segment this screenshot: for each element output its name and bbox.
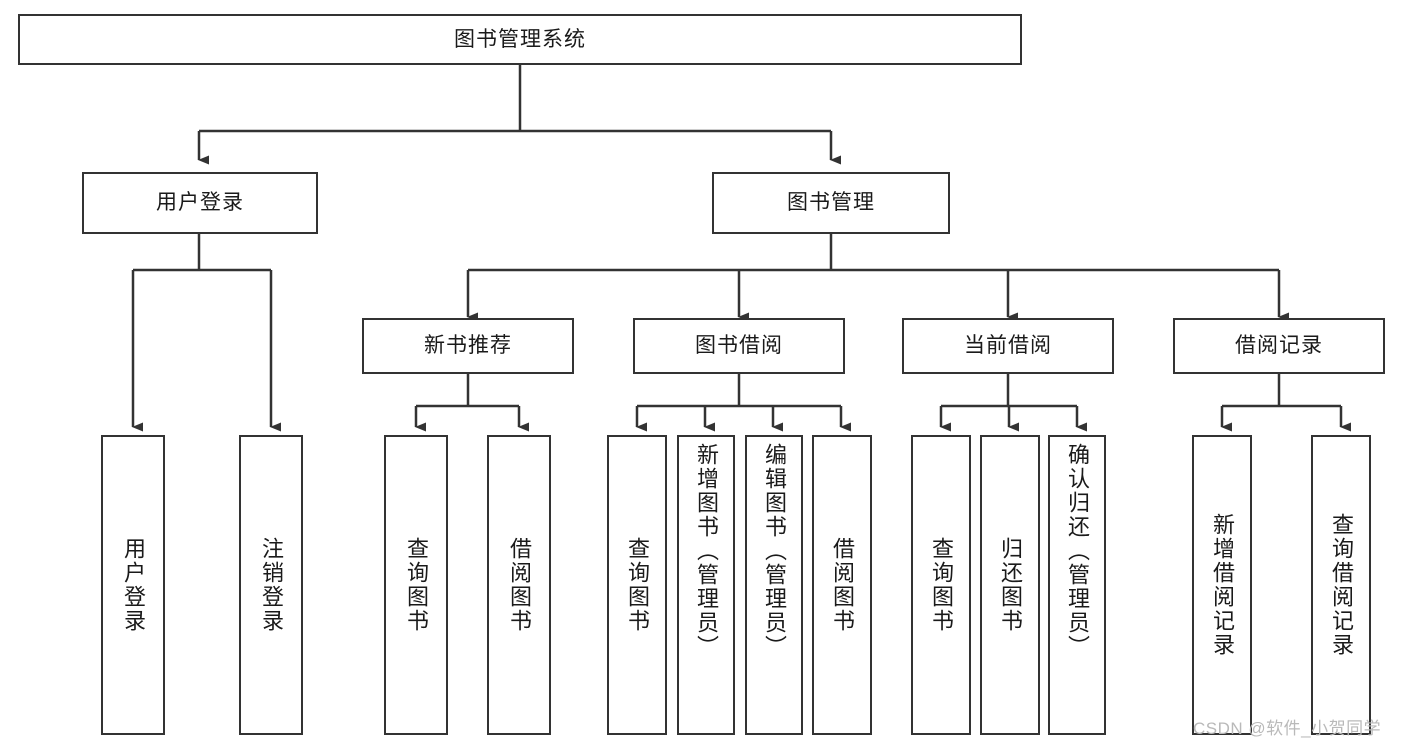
node-leaf-query-borrow-record[interactable]: 查询借阅记录 <box>1311 435 1371 735</box>
csdn-watermark: CSDN @软件_小贺同学 <box>1193 719 1382 738</box>
node-leaf-confirm-return-admin[interactable]: 确认归还（管理员） <box>1048 435 1106 735</box>
node-leaf-user-login[interactable]: 用户登录 <box>101 435 165 735</box>
node-leaf-logout-login[interactable]: 注销登录 <box>239 435 303 735</box>
node-leaf-query-book-2[interactable]: 查询图书 <box>607 435 667 735</box>
node-leaf-edit-book-admin[interactable]: 编辑图书（管理员） <box>745 435 803 735</box>
node-book-manage[interactable]: 图书管理 <box>712 172 950 234</box>
node-user-login[interactable]: 用户登录 <box>82 172 318 234</box>
node-leaf-borrow-book-2[interactable]: 借阅图书 <box>812 435 872 735</box>
node-root[interactable]: 图书管理系统 <box>18 14 1022 65</box>
node-leaf-query-book-3[interactable]: 查询图书 <box>911 435 971 735</box>
node-leaf-add-book-admin[interactable]: 新增图书（管理员） <box>677 435 735 735</box>
node-new-book-recommend[interactable]: 新书推荐 <box>362 318 574 374</box>
node-borrow-record[interactable]: 借阅记录 <box>1173 318 1385 374</box>
node-leaf-query-book-1[interactable]: 查询图书 <box>384 435 448 735</box>
node-leaf-add-borrow-record[interactable]: 新增借阅记录 <box>1192 435 1252 735</box>
node-book-borrow[interactable]: 图书借阅 <box>633 318 845 374</box>
node-leaf-borrow-book-1[interactable]: 借阅图书 <box>487 435 551 735</box>
node-leaf-return-book[interactable]: 归还图书 <box>980 435 1040 735</box>
node-current-borrow[interactable]: 当前借阅 <box>902 318 1114 374</box>
